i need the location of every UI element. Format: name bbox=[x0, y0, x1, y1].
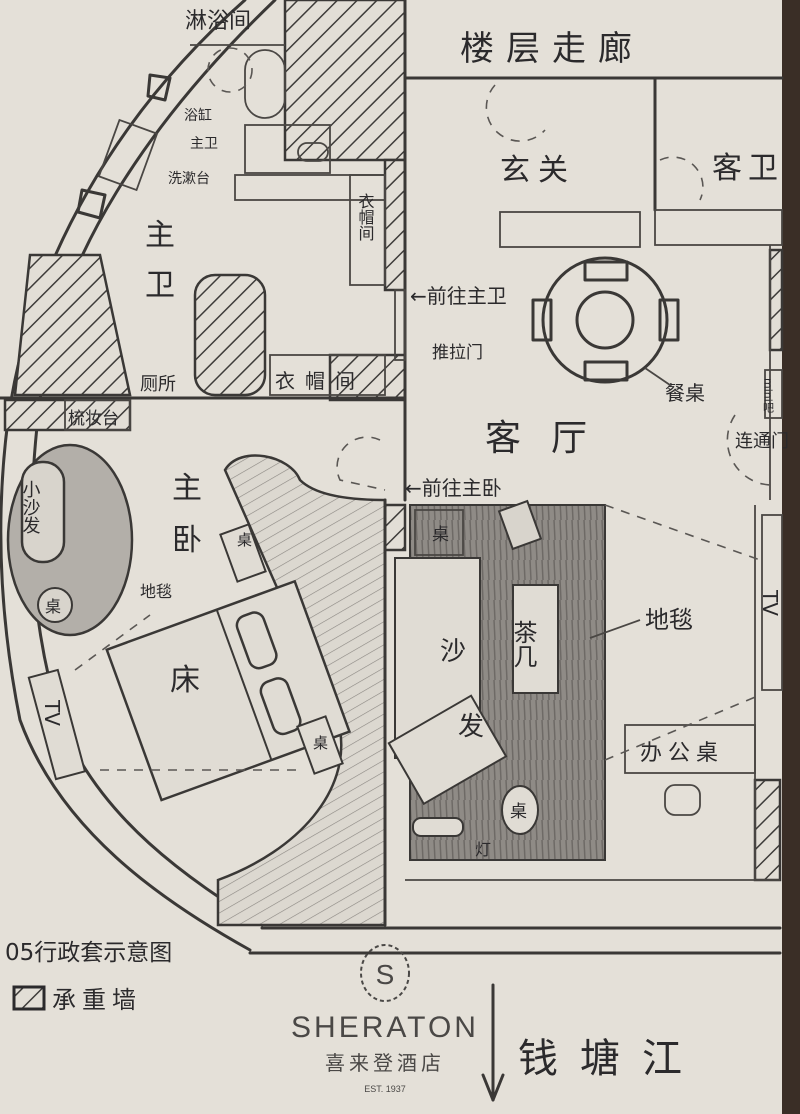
minibar bbox=[764, 369, 783, 419]
logo-mark: S bbox=[376, 959, 395, 990]
legend-wall-label: 承重墙 bbox=[52, 986, 142, 1014]
sofa-chaise bbox=[387, 694, 508, 806]
corridor-label: 楼层走廊 bbox=[460, 29, 644, 69]
small-sofa-label: 小沙发 bbox=[20, 480, 41, 534]
sheraton-logo: S bbox=[360, 944, 410, 1002]
side-table bbox=[414, 509, 464, 556]
round-table-label: 桌 bbox=[510, 802, 527, 822]
leader-line bbox=[644, 367, 671, 386]
living-tv-label: TV bbox=[758, 589, 782, 616]
bedroom-table-label: 桌 bbox=[45, 597, 61, 616]
foyer-cabinet bbox=[499, 211, 641, 248]
dining-table-label: 餐桌 bbox=[665, 381, 705, 405]
vanity bbox=[97, 118, 159, 192]
bedroom-tv bbox=[27, 668, 87, 781]
load-bearing-wall bbox=[383, 158, 407, 292]
nightstand-label: 桌 bbox=[313, 734, 328, 752]
sliding-door bbox=[394, 289, 406, 361]
plan-title: 05行政套示意图 bbox=[5, 940, 172, 966]
sliding-door-label: 推拉门 bbox=[432, 343, 483, 363]
bathtub bbox=[244, 49, 286, 119]
office-chair bbox=[664, 784, 701, 816]
tv-sightline bbox=[604, 694, 761, 761]
outer-wall-curve bbox=[0, 0, 252, 952]
closet-side bbox=[349, 174, 386, 286]
living-carpet-label: 地毯 bbox=[645, 606, 693, 634]
leader-line bbox=[589, 619, 641, 639]
brand-est: EST. 1937 bbox=[364, 1084, 406, 1094]
bedroom-side-table bbox=[37, 587, 73, 623]
foyer-label: 玄关 bbox=[500, 153, 576, 188]
dressing-table-label: 梳妆台 bbox=[68, 409, 119, 429]
nightstand-label: 桌 bbox=[237, 531, 252, 549]
tv-sightline bbox=[604, 504, 761, 561]
master-bath-label: 主 bbox=[145, 218, 175, 253]
round-side-table bbox=[501, 785, 539, 835]
vanity-label: 洗漱台 bbox=[168, 171, 210, 187]
brand-name: SHERATON bbox=[291, 1011, 479, 1044]
office-desk-label: 办公桌 bbox=[640, 741, 724, 766]
dressing-table bbox=[64, 399, 131, 431]
bedroom-carpet-label: 地毯 bbox=[140, 582, 172, 601]
master-bath-label-2: 卫 bbox=[145, 268, 175, 303]
nightstand bbox=[296, 715, 344, 775]
dining-table bbox=[531, 256, 680, 384]
coffee-table bbox=[512, 584, 559, 694]
legend-hatch-swatch bbox=[12, 985, 46, 1011]
closet-bottom bbox=[269, 354, 386, 396]
arrow-head-icon bbox=[481, 1073, 505, 1102]
bed bbox=[105, 579, 352, 802]
toilet bbox=[297, 142, 329, 162]
toilet-room bbox=[244, 124, 331, 174]
restroom-label: 厕所 bbox=[140, 374, 176, 395]
connecting-door-label[interactable]: 连通门 bbox=[735, 431, 789, 452]
load-bearing-wall bbox=[753, 778, 782, 882]
lamp-label: 灯 bbox=[475, 840, 491, 859]
door-swing bbox=[336, 436, 386, 491]
load-bearing-wall bbox=[768, 248, 784, 352]
closet-label: 衣帽间 bbox=[275, 369, 365, 393]
armchair bbox=[497, 499, 543, 551]
load-bearing-wall bbox=[328, 353, 407, 402]
sofa-label: 沙 bbox=[440, 637, 466, 667]
shower-label: 淋浴间 bbox=[185, 9, 251, 34]
bathtub-label: 浴缸 bbox=[184, 107, 212, 124]
load-bearing-wall bbox=[383, 503, 407, 552]
brand-chinese: 喜来登酒店 bbox=[325, 1052, 445, 1075]
sofa-label-2: 发 bbox=[458, 712, 484, 742]
master-bedroom-label: 主 bbox=[172, 471, 202, 506]
door-swing bbox=[659, 156, 704, 201]
sink bbox=[146, 73, 172, 102]
lamp bbox=[412, 817, 464, 837]
minibar-label: mini吧 bbox=[762, 378, 775, 413]
bedroom-floor-area bbox=[216, 454, 387, 927]
to-master-bath[interactable]: ←前往主卫 bbox=[410, 284, 507, 308]
guest-bath-cabinet bbox=[654, 209, 783, 246]
shower-head bbox=[207, 47, 253, 93]
bedroom-tv-label: TV bbox=[40, 699, 64, 726]
closet-label: 衣帽间 bbox=[356, 193, 375, 242]
river-label: 钱塘江 bbox=[518, 1036, 704, 1082]
load-bearing-wall bbox=[13, 253, 132, 397]
living-room-label: 客厅 bbox=[485, 418, 617, 459]
sink bbox=[76, 188, 107, 220]
bed-label: 床 bbox=[170, 663, 200, 698]
coffee-table-label: 茶几 bbox=[509, 620, 537, 668]
load-bearing-wall bbox=[193, 273, 267, 397]
nightstand bbox=[219, 523, 267, 583]
toilet-label: 主卫 bbox=[190, 136, 218, 152]
living-tv bbox=[761, 514, 783, 691]
guest-bath-label: 客卫 bbox=[712, 151, 784, 186]
load-bearing-wall bbox=[283, 0, 407, 162]
side-table-label: 桌 bbox=[432, 525, 449, 545]
door-swing bbox=[485, 84, 546, 142]
small-sofa bbox=[20, 460, 66, 564]
to-master-bedroom[interactable]: ←前往主卧 bbox=[405, 476, 502, 500]
table-edge bbox=[782, 0, 800, 1114]
master-bedroom-label-2: 卧 bbox=[172, 523, 202, 558]
